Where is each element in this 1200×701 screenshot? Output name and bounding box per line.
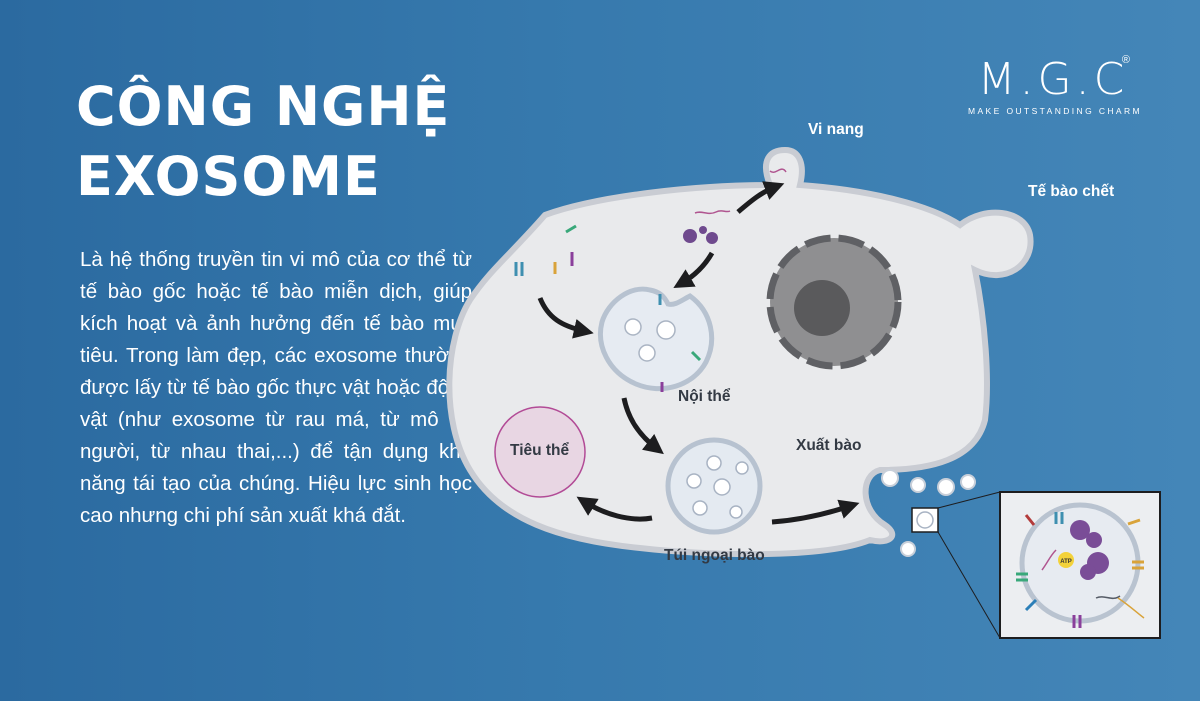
vesicle-signal xyxy=(769,168,787,173)
logo-wordmark: M.G.C xyxy=(977,54,1129,105)
nucleolus xyxy=(794,280,850,336)
arrow-to-lysosome xyxy=(576,496,653,522)
highlighted-exosome xyxy=(916,511,934,529)
process-arrows xyxy=(537,181,860,525)
released-exosomes xyxy=(881,469,976,557)
inset-membrane-proteins xyxy=(1016,512,1144,628)
intraluminal-vesicles xyxy=(686,455,749,519)
arrow-to-vesicle xyxy=(736,181,785,214)
endosome xyxy=(598,286,715,392)
brand-logo: ® M.G.C MAKE OUTSTANDING CHARM xyxy=(968,54,1143,116)
inset-cargo xyxy=(1070,520,1109,580)
arrow-to-endosome xyxy=(673,251,715,289)
arrow-to-ev xyxy=(621,397,664,455)
label-tui-ngoai-bao: Túi ngoại bào xyxy=(664,547,765,564)
atp-label: ATP xyxy=(1060,559,1072,565)
endosome-vesicles xyxy=(624,318,676,362)
title-line-2: EXOSOME xyxy=(76,145,381,208)
cell-membrane xyxy=(446,146,1034,558)
arrow-uptake xyxy=(537,296,594,339)
label-noi-the: Nội thể xyxy=(678,388,731,405)
cargo-proteins xyxy=(683,226,718,244)
logo-tagline: MAKE OUTSTANDING CHARM xyxy=(968,106,1143,116)
description-text: Là hệ thống truyền tin vi mô của cơ thể … xyxy=(80,248,472,527)
arrow-to-exocytosis xyxy=(771,499,860,525)
nucleus-membrane xyxy=(766,234,902,370)
zoom-connectors xyxy=(937,491,1001,639)
page-title: CÔNG NGHỆ EXOSOME xyxy=(76,72,450,212)
label-xuat-bao: Xuất bào xyxy=(796,437,862,454)
rna-strand xyxy=(694,210,731,215)
label-tieu-the: Tiêu thể xyxy=(510,442,570,459)
lysosome xyxy=(494,406,586,498)
inset-rna-strands xyxy=(1041,549,1145,619)
membrane-receptors xyxy=(514,224,702,392)
label-vi-nang: Vi nang xyxy=(808,121,864,138)
atp-molecule xyxy=(1058,552,1074,568)
title-line-1: CÔNG NGHỆ xyxy=(76,75,451,138)
label-te-bao-chet: Tế bào chết xyxy=(1028,183,1115,200)
registered-mark: ® xyxy=(1121,54,1130,66)
